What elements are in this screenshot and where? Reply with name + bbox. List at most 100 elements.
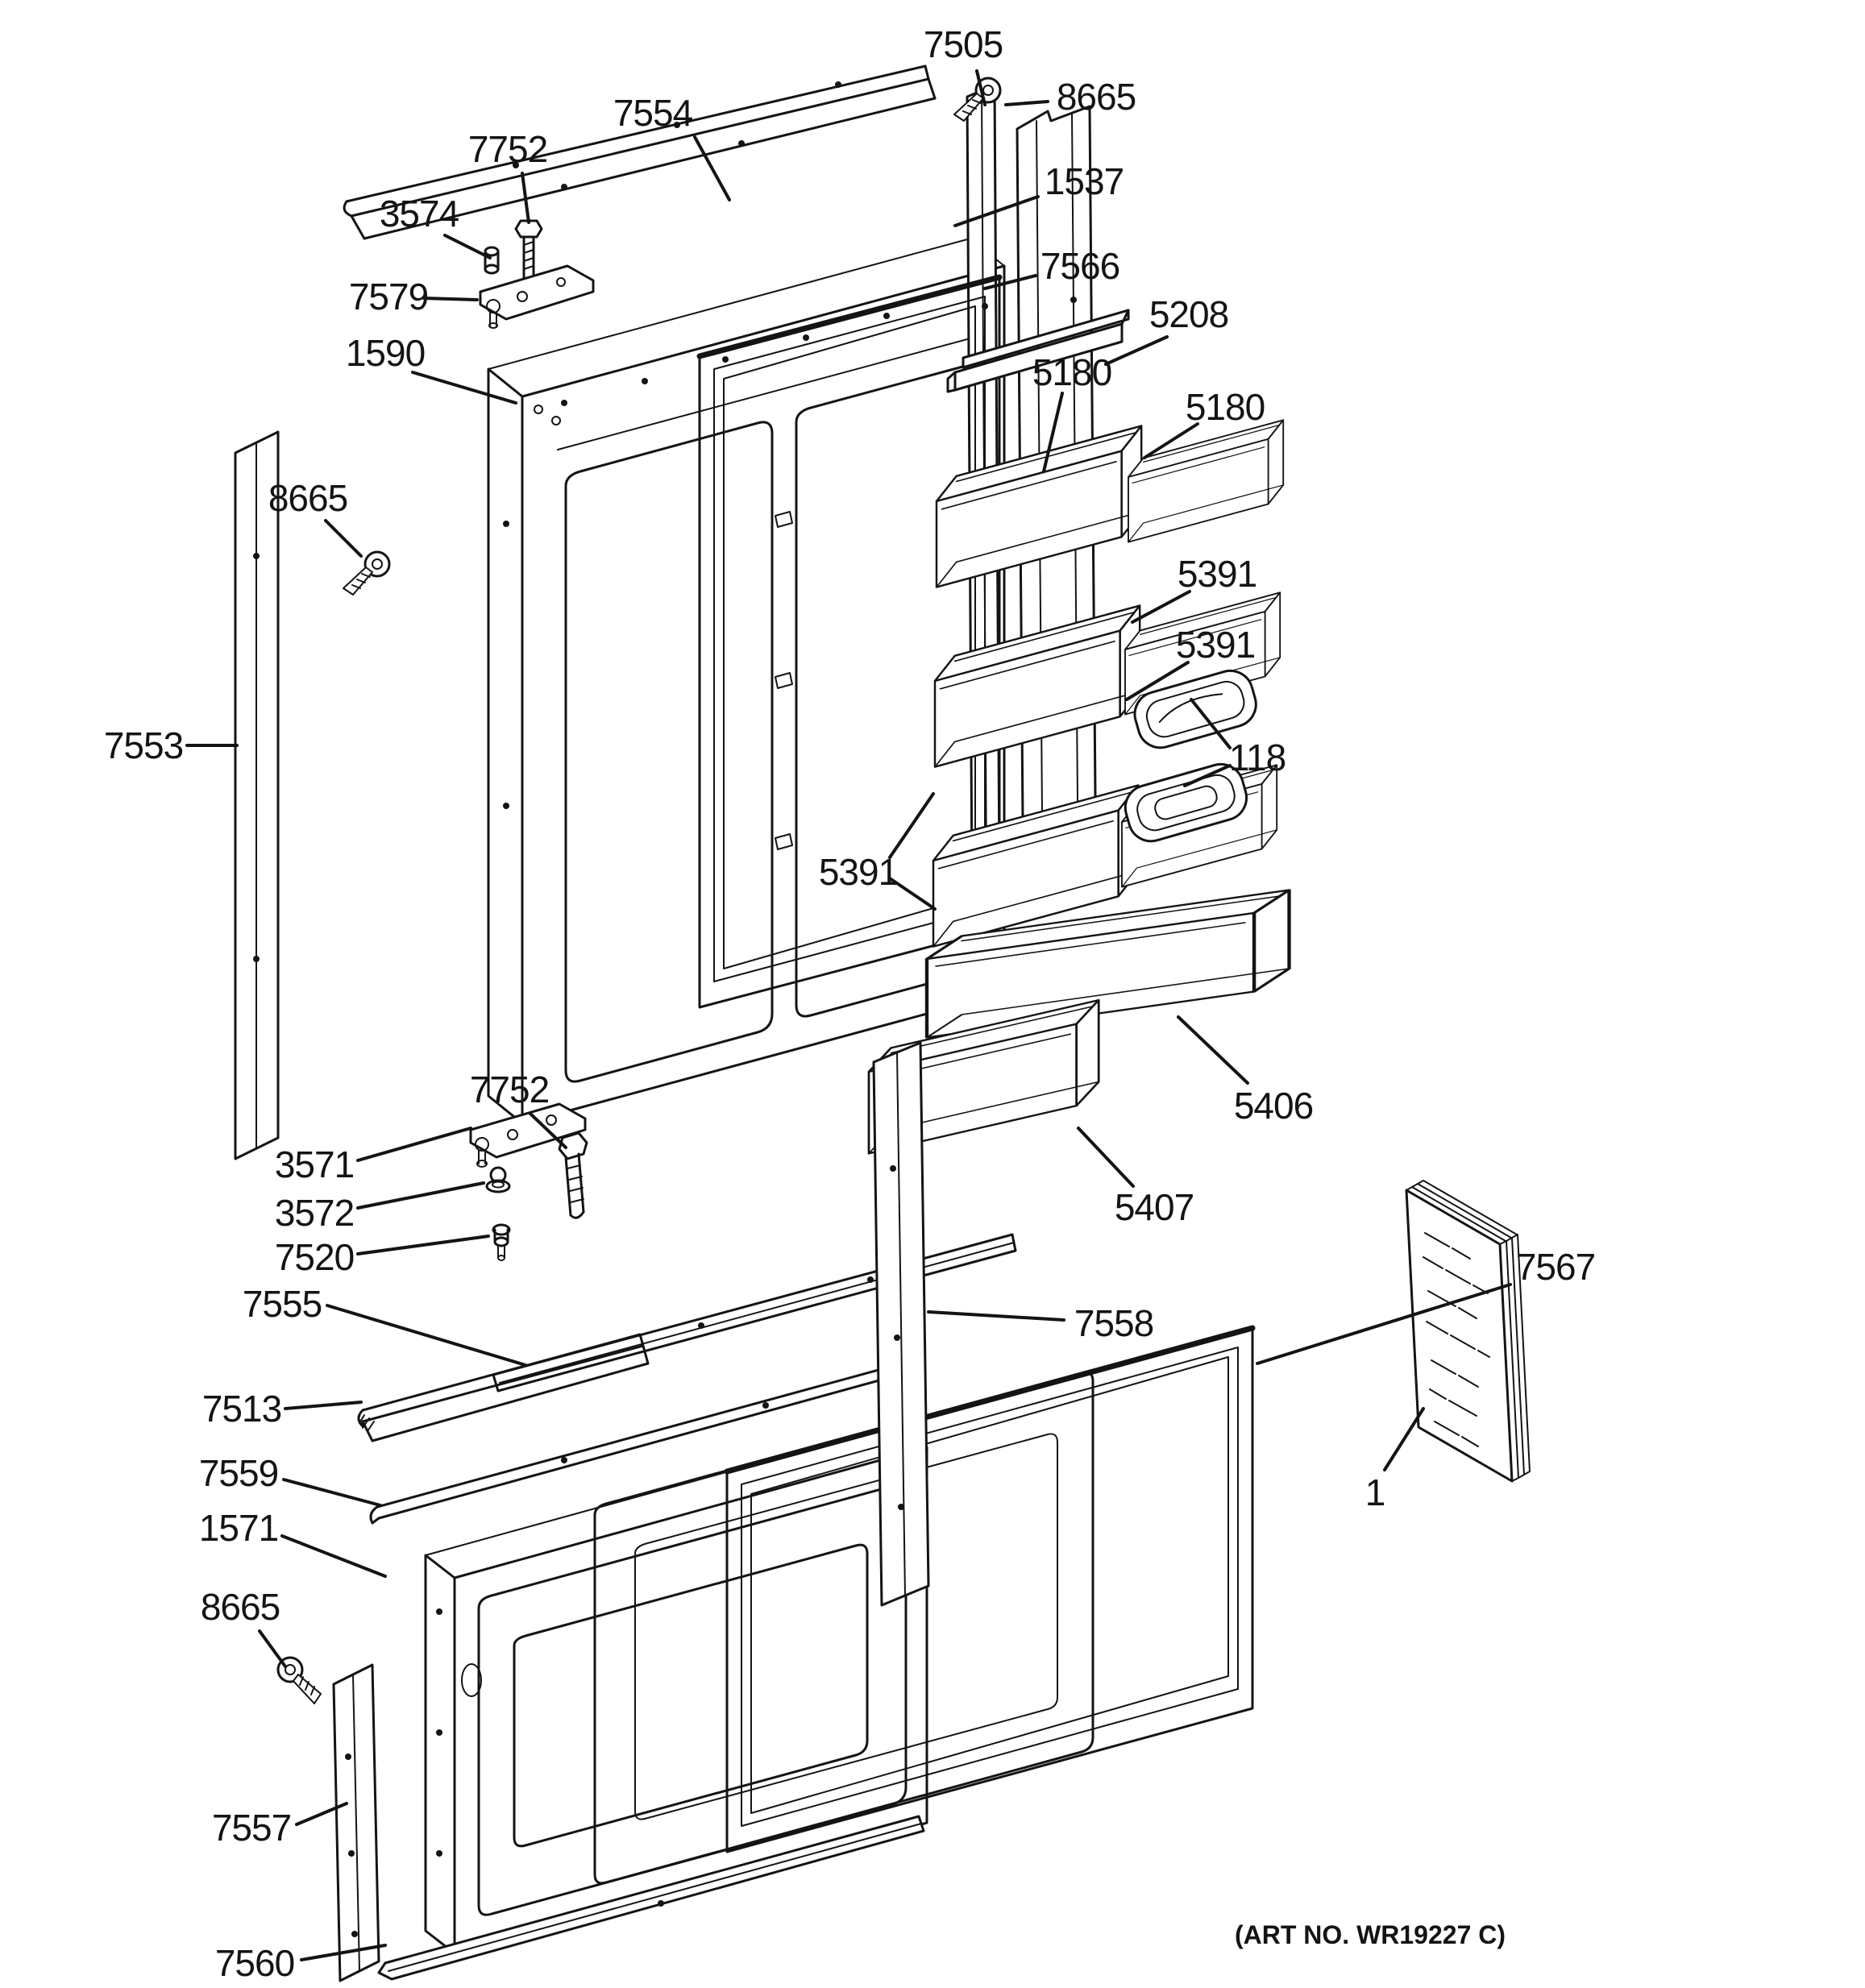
callout-leader (295, 1802, 348, 1826)
callout-leader (1143, 422, 1199, 459)
callout-leader (1383, 1407, 1425, 1471)
callout-leader (1183, 764, 1232, 787)
callout-5407: 5407 (1077, 1127, 1194, 1228)
callout-1571: 1571 (199, 1507, 387, 1578)
hinge-plate-3571 (469, 1102, 587, 1168)
callout-7560: 7560 (215, 1942, 387, 1984)
callout-7553: 7553 (104, 724, 239, 766)
callout-leader (693, 135, 731, 201)
part-number-label: 5406 (1234, 1085, 1313, 1127)
freezer-door-panel-1590 (487, 238, 1006, 1125)
hinge-pin-3574 (484, 246, 500, 275)
callout-leader (326, 1304, 527, 1367)
callout-1537: 1537 (953, 160, 1124, 227)
fresh-food-door-panel-1571 (424, 1424, 928, 1955)
hinge-bolt-7752-mid (558, 1131, 588, 1219)
callout-3574: 3574 (380, 193, 492, 259)
callout-leader (284, 1401, 363, 1410)
callout-leader (1177, 1015, 1249, 1085)
part-number-label: 5391 (1178, 553, 1256, 595)
part-number-label: 1590 (346, 332, 425, 374)
callout-7566: 7566 (983, 245, 1120, 290)
part-number-label: 7752 (470, 1069, 549, 1110)
callout-leader (324, 519, 363, 558)
side-channel-7558 (872, 1041, 930, 1607)
callout-7559: 7559 (199, 1452, 382, 1507)
screw-8665-left (342, 550, 391, 596)
callout-7558: 7558 (927, 1302, 1154, 1344)
callout-leader (888, 877, 937, 911)
part-number-label: 5407 (1115, 1186, 1194, 1228)
part-number-label: 5391 (1176, 624, 1255, 666)
side-channel-7557 (332, 1663, 380, 1982)
part-number-label: 7567 (1516, 1246, 1595, 1288)
callout-leader (888, 792, 935, 859)
callout-3571: 3571 (275, 1127, 472, 1185)
callout-leader (356, 1127, 472, 1162)
callout-8665: 8665 (1004, 76, 1136, 118)
part-number-label: 5180 (1186, 386, 1265, 428)
callout-leader (356, 1235, 490, 1255)
callout-5391: 5391 (1125, 624, 1256, 701)
hinge-bolt-7752-top (514, 219, 543, 284)
callout-8665: 8665 (268, 477, 363, 558)
callout-5208: 5208 (1104, 293, 1229, 366)
callout-leader (1077, 1127, 1135, 1188)
callout-3572: 3572 (275, 1181, 485, 1234)
door-inner-liner (593, 1371, 1094, 1885)
callout-5391: 5391 (1131, 553, 1257, 624)
callout-5180: 5180 (1143, 386, 1265, 459)
callout-leader (443, 234, 492, 259)
part-number-label: 7554 (613, 92, 693, 134)
callout-7752: 7752 (468, 128, 548, 224)
end-cap-7513 (357, 1333, 650, 1442)
callout-leader (280, 1534, 387, 1578)
callout-5406: 5406 (1177, 1015, 1314, 1127)
callout-7752: 7752 (470, 1069, 567, 1149)
art-number: (ART NO. WR19227 C) (1235, 1920, 1506, 1949)
part-number-label: 5180 (1032, 351, 1111, 393)
callout-leader (1131, 590, 1191, 624)
callout-1590: 1590 (346, 332, 517, 405)
part-number-label: 7579 (349, 276, 428, 317)
top-trim-7554 (343, 64, 937, 240)
part-number-label: 1571 (199, 1507, 278, 1549)
hinge-plate-7579 (479, 264, 595, 329)
callout-leader (521, 172, 530, 224)
callout-leader (1256, 1283, 1512, 1365)
callout-leader (953, 195, 1040, 227)
callout-7554: 7554 (613, 92, 731, 201)
callout-8665: 8665 (201, 1586, 287, 1668)
snack-rack-5208 (946, 309, 1130, 393)
callout-leader (258, 1629, 287, 1668)
callout-leader (927, 1310, 1065, 1322)
part-number-label: 7505 (924, 23, 1003, 65)
part-number-label: 3571 (275, 1143, 354, 1185)
part-number-label: 7560 (215, 1942, 294, 1984)
part-number-label: 3572 (275, 1192, 354, 1234)
part-number-label: 3574 (380, 193, 459, 234)
part-number-label: 7559 (199, 1452, 278, 1494)
part-number-label: 5391 (819, 851, 898, 893)
callout-leader (356, 1181, 485, 1210)
callout-leader (529, 1112, 567, 1149)
stud-7520 (492, 1223, 511, 1261)
callout-7555: 7555 (243, 1283, 527, 1367)
callout-leader (1042, 392, 1064, 473)
part-number-label: 7513 (202, 1388, 281, 1430)
callout-leader (983, 274, 1037, 290)
callout-leader (300, 1944, 387, 1961)
part-number-label: 1537 (1045, 160, 1124, 202)
callout-7520: 7520 (275, 1235, 490, 1278)
bottom-trim-7560 (377, 1815, 925, 1981)
part-number-label: 8665 (1057, 76, 1136, 118)
grommet-3572 (485, 1166, 511, 1193)
callout-7505: 7505 (924, 23, 1003, 106)
part-number-label: 7520 (275, 1236, 354, 1278)
callout-leader (1125, 661, 1190, 701)
part-number-label: 118 (1229, 737, 1286, 778)
callout-7557: 7557 (212, 1802, 348, 1849)
instruction-booklet-1 (1405, 1180, 1531, 1483)
